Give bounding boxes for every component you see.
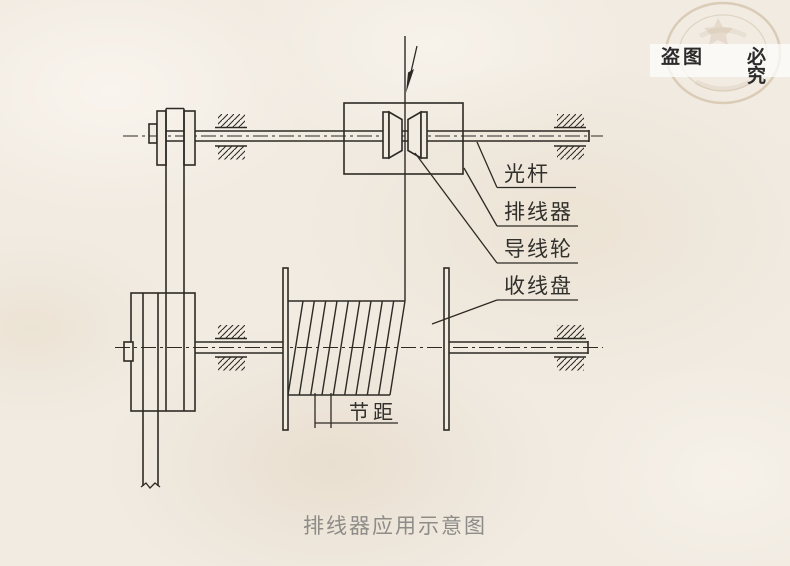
shaft-end-stub	[148, 123, 158, 144]
arranger-box	[343, 102, 464, 175]
watermark-seal	[650, 1, 790, 105]
top-pulley	[156, 110, 196, 166]
drive-belt-lower	[140, 411, 161, 489]
diagram-caption: 排线器应用示意图	[303, 515, 487, 538]
watermark-text-right: 必究	[747, 47, 770, 87]
label-guide-wheel: 导线轮	[504, 238, 573, 261]
bottom-shaft	[115, 341, 603, 354]
top-shaft-bearings	[215, 114, 586, 160]
label-polished-rod: 光杆	[504, 163, 550, 186]
reel-flange-right	[443, 267, 450, 431]
pitch-dimension	[314, 393, 398, 428]
lower-pulley-assembly	[123, 292, 196, 412]
belt-break-line	[140, 482, 161, 489]
watermark-banner	[650, 44, 790, 77]
seal-star	[704, 18, 733, 45]
wire-feed-arrow	[406, 69, 414, 93]
wire-arranger	[343, 102, 464, 175]
shaft-end-stub	[123, 341, 134, 362]
incoming-wire	[404, 36, 418, 301]
label-takeup-reel: 收线盘	[504, 275, 573, 298]
bottom-shaft-bearings	[215, 325, 586, 371]
guide-wheels	[382, 110, 428, 160]
callout-leaders	[414, 141, 578, 325]
reel-flange-left	[282, 267, 289, 431]
takeup-reel	[282, 267, 450, 431]
label-cable-arranger: 排线器	[504, 201, 573, 224]
drive-belt-upper	[165, 107, 185, 411]
label-pitch: 节距	[349, 402, 397, 424]
watermark-text-left: 盗图	[661, 47, 706, 68]
wound-wire-coil	[287, 300, 406, 396]
